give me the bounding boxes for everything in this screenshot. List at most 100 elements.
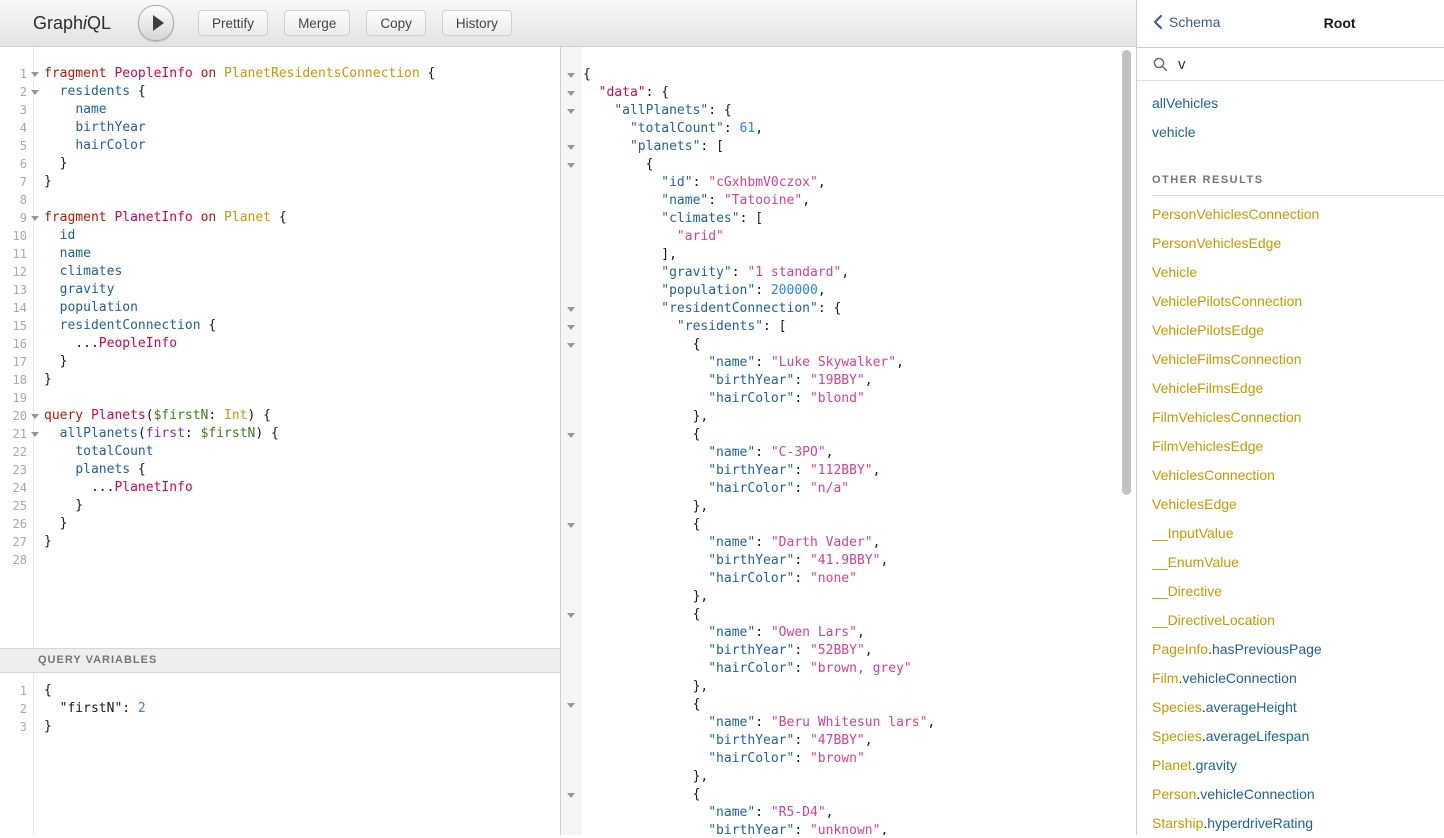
code-line: "name": "Luke Skywalker", xyxy=(561,354,1136,372)
schema-back-link[interactable]: Schema xyxy=(1153,14,1220,30)
code-line: "name": "Beru Whitesun lars", xyxy=(561,714,1136,732)
code-text: "hairColor": "none" xyxy=(708,571,857,586)
copy-button[interactable]: Copy xyxy=(366,10,426,36)
fold-arrow-icon[interactable] xyxy=(567,325,575,330)
fold-arrow-icon[interactable] xyxy=(567,73,575,78)
fold-gutter-cell xyxy=(27,389,44,407)
doc-search-result-item[interactable]: Species.averageLifespan xyxy=(1137,722,1444,751)
doc-search-result-item[interactable]: FilmVehiclesConnection xyxy=(1137,403,1444,432)
fold-arrow-icon[interactable] xyxy=(567,793,575,798)
fold-gutter-cell xyxy=(561,246,583,264)
code-line: "name": "Darth Vader", xyxy=(561,534,1136,552)
line-number: 2 xyxy=(19,85,27,99)
doc-search-result-item[interactable]: __DirectiveLocation xyxy=(1137,606,1444,635)
code-text: "name": "Tatooine", xyxy=(661,193,811,208)
result-scrollbar[interactable] xyxy=(1122,50,1131,495)
fold-gutter-cell xyxy=(561,390,583,408)
doc-search-result-item[interactable]: Planet.gravity xyxy=(1137,751,1444,780)
fold-arrow-icon[interactable] xyxy=(567,343,575,348)
doc-search-result-item[interactable]: allVehicles xyxy=(1137,89,1444,118)
fold-gutter-cell xyxy=(27,353,44,371)
doc-search-result-item[interactable]: FilmVehiclesEdge xyxy=(1137,432,1444,461)
prettify-button[interactable]: Prettify xyxy=(198,10,269,36)
fold-gutter-cell xyxy=(27,497,44,515)
query-variables-title-bar[interactable]: QUERY VARIABLES xyxy=(0,648,560,673)
code-line: 13 gravity xyxy=(0,281,560,299)
doc-search-result-item[interactable]: VehicleFilmsConnection xyxy=(1137,345,1444,374)
fold-arrow-icon[interactable] xyxy=(31,216,39,221)
doc-search-result-item[interactable]: __EnumValue xyxy=(1137,548,1444,577)
fold-arrow-icon[interactable] xyxy=(31,72,39,77)
merge-button[interactable]: Merge xyxy=(284,10,351,36)
fold-arrow-icon[interactable] xyxy=(567,91,575,96)
doc-search-result-item[interactable]: vehicle xyxy=(1137,118,1444,147)
code-text: "data": { xyxy=(598,85,670,100)
doc-search-result-item[interactable]: PersonVehiclesEdge xyxy=(1137,229,1444,258)
execute-button[interactable] xyxy=(138,5,175,41)
dot-separator: . xyxy=(1201,699,1206,715)
type-name: Vehicle xyxy=(1152,264,1198,280)
fold-arrow-icon[interactable] xyxy=(567,163,575,168)
doc-search-result-item[interactable]: Vehicle xyxy=(1137,258,1444,287)
fold-arrow-icon[interactable] xyxy=(567,145,575,150)
code-text: id xyxy=(59,228,76,243)
field-name: averageHeight xyxy=(1205,699,1297,715)
doc-search-result-item[interactable]: __InputValue xyxy=(1137,519,1444,548)
doc-search-result-item[interactable]: VehiclePilotsConnection xyxy=(1137,287,1444,316)
history-button[interactable]: History xyxy=(441,10,512,36)
doc-search-result-item[interactable]: Species.averageHeight xyxy=(1137,693,1444,722)
doc-search-result-item[interactable]: VehiclesConnection xyxy=(1137,461,1444,490)
fold-gutter-cell xyxy=(27,479,44,497)
doc-search-results: allVehicles vehicle xyxy=(1137,81,1444,147)
code-line: 16 ...PeopleInfo xyxy=(0,335,560,353)
field-name: vehicleConnection xyxy=(1182,670,1297,686)
fold-arrow-icon[interactable] xyxy=(31,90,39,95)
code-text: } xyxy=(44,516,68,531)
code-line: 19 xyxy=(0,389,560,407)
line-number: 25 xyxy=(12,499,27,513)
fold-gutter-cell xyxy=(561,300,583,318)
line-number: 26 xyxy=(12,517,27,531)
field-name: vehicleConnection xyxy=(1200,786,1315,802)
doc-search-result-item[interactable]: __Directive xyxy=(1137,577,1444,606)
fold-arrow-icon[interactable] xyxy=(567,433,575,438)
code-line: { xyxy=(561,336,1136,354)
fold-arrow-icon[interactable] xyxy=(31,414,39,419)
fold-gutter-cell xyxy=(561,732,583,750)
fold-arrow-icon[interactable] xyxy=(567,109,575,114)
doc-search-result-item[interactable]: PageInfo.hasPreviousPage xyxy=(1137,635,1444,664)
doc-search-result-item[interactable]: PersonVehiclesConnection xyxy=(1137,200,1444,229)
code-text: { xyxy=(583,787,701,802)
fold-arrow-icon[interactable] xyxy=(567,613,575,618)
fold-gutter-cell xyxy=(27,227,44,245)
line-number: 13 xyxy=(12,283,27,297)
fold-arrow-icon[interactable] xyxy=(567,307,575,312)
code-text: "gravity": "1 standard", xyxy=(661,265,850,280)
code-text: "birthYear": "52BBY", xyxy=(708,643,873,658)
doc-search-input[interactable] xyxy=(1176,54,1420,74)
fold-gutter-cell xyxy=(561,282,583,300)
fold-gutter-cell xyxy=(27,137,44,155)
code-text: "planets": [ xyxy=(629,139,724,154)
doc-search-result-item[interactable]: Film.vehicleConnection xyxy=(1137,664,1444,693)
code-text: residentConnection { xyxy=(59,318,217,333)
fold-gutter-cell xyxy=(27,533,44,551)
fold-arrow-icon[interactable] xyxy=(31,432,39,437)
fold-arrow-icon[interactable] xyxy=(567,523,575,528)
fold-gutter-cell xyxy=(561,138,583,156)
doc-search-result-item[interactable]: VehiclePilotsEdge xyxy=(1137,316,1444,345)
doc-search-result-item[interactable]: VehicleFilmsEdge xyxy=(1137,374,1444,403)
doc-search-result-item[interactable]: Starship.hyperdriveRating xyxy=(1137,809,1444,838)
field-name: vehicle xyxy=(1152,124,1196,140)
doc-search-result-item[interactable]: Person.vehicleConnection xyxy=(1137,780,1444,809)
fold-arrow-icon[interactable] xyxy=(567,703,575,708)
doc-search-result-item[interactable]: VehiclesEdge xyxy=(1137,490,1444,519)
code-line: 17 } xyxy=(0,353,560,371)
gutter-divider xyxy=(33,673,34,835)
code-line: { xyxy=(561,66,1136,84)
type-name: PersonVehiclesEdge xyxy=(1152,235,1282,251)
